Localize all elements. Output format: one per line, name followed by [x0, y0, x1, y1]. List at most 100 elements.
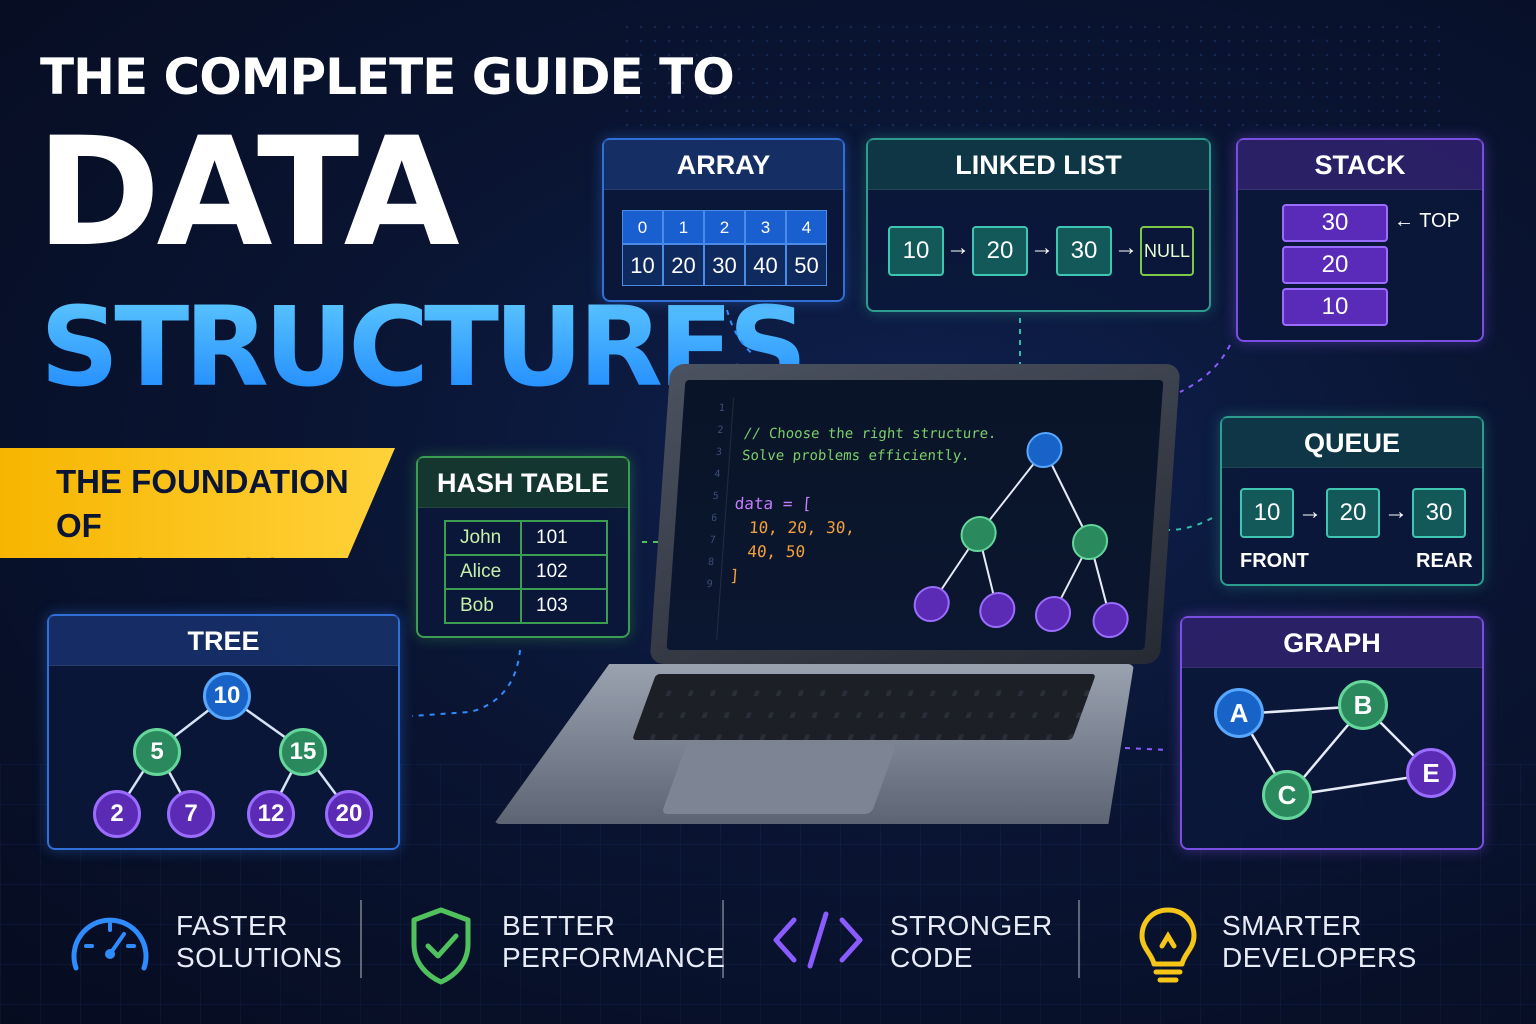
- arrow-right-icon: →: [1298, 498, 1322, 525]
- laptop-base: [494, 664, 1134, 824]
- tagline-banner: THE FOUNDATION OF EFFICIENT CODE: [0, 448, 395, 558]
- tree-node: 5: [133, 728, 181, 776]
- feature-line1: STRONGER: [890, 910, 1053, 941]
- hash-table: John 101 Alice 102 Bob 103: [444, 520, 608, 624]
- array-panel: ARRAY 0 1 2 3 4 10 20 30 40 50: [602, 138, 845, 302]
- queue-item: 10: [1240, 488, 1294, 538]
- linked-list-title: LINKED LIST: [868, 140, 1209, 190]
- array-title: ARRAY: [604, 140, 843, 190]
- stack-top-label: ← TOP: [1394, 210, 1460, 232]
- feature-line1: SMARTER: [1222, 910, 1362, 941]
- tree-node: 20: [325, 790, 373, 838]
- table-row: John 101: [444, 520, 608, 556]
- array-index: 1: [663, 210, 704, 244]
- graph-node: E: [1406, 748, 1456, 798]
- array-grid: 0 1 2 3 4 10 20 30 40 50: [622, 210, 827, 286]
- stack-item: 30: [1282, 204, 1388, 242]
- feature-line2: CODE: [890, 942, 973, 973]
- array-value: 20: [663, 244, 704, 286]
- shield-check-icon: [411, 907, 471, 985]
- graph-node: A: [1214, 688, 1264, 738]
- feature-line1: FASTER: [176, 910, 288, 941]
- laptop-trackpad: [661, 744, 897, 814]
- headline-line1: THE COMPLETE GUIDE TO: [40, 48, 735, 106]
- feature-better: BETTER PERFORMANCE: [406, 906, 725, 991]
- feature-smarter: SMARTER DEVELOPERS: [1136, 906, 1416, 991]
- divider: [1078, 900, 1080, 978]
- hash-key: Bob: [444, 588, 522, 624]
- arrow-right-icon: →: [1384, 498, 1408, 525]
- tree-node: 12: [247, 790, 295, 838]
- stack-item: 10: [1282, 288, 1388, 326]
- feature-faster: FASTER SOLUTIONS: [68, 906, 342, 981]
- array-value: 10: [622, 244, 663, 286]
- code-line: ]: [729, 566, 741, 585]
- lightbulb-icon: [1139, 907, 1197, 983]
- tagline-line2: EFFICIENT CODE: [56, 551, 332, 588]
- tagline-line1: THE FOUNDATION OF: [56, 463, 349, 544]
- queue-title: QUEUE: [1222, 418, 1482, 468]
- arrow-right-icon: →: [1114, 234, 1138, 261]
- graph-panel: GRAPH A B C E: [1180, 616, 1484, 850]
- divider: [360, 900, 362, 978]
- tree-node: 10: [203, 672, 251, 720]
- array-value: 30: [704, 244, 745, 286]
- code-line: 10, 20, 30,: [748, 518, 856, 537]
- array-index: 4: [786, 210, 827, 244]
- hash-value: 101: [520, 520, 608, 556]
- code-line: 40, 50: [746, 542, 806, 561]
- array-value: 40: [745, 244, 786, 286]
- graph-node: C: [1262, 770, 1312, 820]
- headline-line2: DATA: [36, 106, 460, 280]
- list-node: 20: [972, 226, 1028, 276]
- code-brackets-icon: [773, 911, 863, 969]
- array-value: 50: [786, 244, 827, 286]
- feature-line2: SOLUTIONS: [176, 942, 343, 973]
- hash-value: 103: [520, 588, 608, 624]
- hash-key: Alice: [444, 554, 522, 590]
- tree-node: 2: [93, 790, 141, 838]
- speedometer-icon: [71, 917, 149, 971]
- tree-node: 15: [279, 728, 327, 776]
- tree-title: TREE: [49, 616, 398, 666]
- tree-panel: TREE 10 5 15 2 7 12 20: [47, 614, 400, 850]
- stack-panel: STACK 30 ← TOP 20 10: [1236, 138, 1484, 342]
- queue-rear-label: REAR: [1416, 550, 1473, 572]
- tree-node: 7: [167, 790, 215, 838]
- hash-value: 102: [520, 554, 608, 590]
- list-null: NULL: [1140, 226, 1194, 276]
- linked-list-panel: LINKED LIST 10 → 20 → 30 → NULL: [866, 138, 1211, 312]
- array-index: 3: [745, 210, 786, 244]
- queue-panel: QUEUE 10 → 20 → 30 FRONT REAR: [1220, 416, 1484, 586]
- list-node: 10: [888, 226, 944, 276]
- table-row: Bob 103: [444, 588, 608, 624]
- queue-front-label: FRONT: [1240, 550, 1309, 572]
- feature-line2: DEVELOPERS: [1222, 942, 1417, 973]
- stack-item: 20: [1282, 246, 1388, 284]
- list-node: 30: [1056, 226, 1112, 276]
- laptop-keyboard: [631, 674, 1097, 740]
- code-line: data = [: [734, 494, 813, 513]
- graph-title: GRAPH: [1182, 618, 1482, 668]
- hash-table-title: HASH TABLE: [418, 458, 628, 508]
- arrow-right-icon: →: [1030, 234, 1054, 261]
- hash-key: John: [444, 520, 522, 556]
- feature-line1: BETTER: [502, 910, 616, 941]
- background-dots: [620, 20, 1440, 130]
- stack-title: STACK: [1238, 140, 1482, 190]
- array-index: 2: [704, 210, 745, 244]
- array-index: 0: [622, 210, 663, 244]
- graph-node: B: [1338, 680, 1388, 730]
- queue-item: 30: [1412, 488, 1466, 538]
- feature-line2: PERFORMANCE: [502, 942, 726, 973]
- screen-tree-diagram: [913, 432, 1129, 638]
- feature-stronger: STRONGER CODE: [772, 906, 1052, 981]
- hash-table-panel: HASH TABLE John 101 Alice 102 Bob 103: [416, 456, 630, 638]
- arrow-right-icon: →: [946, 234, 970, 261]
- queue-item: 20: [1326, 488, 1380, 538]
- table-row: Alice 102: [444, 554, 608, 590]
